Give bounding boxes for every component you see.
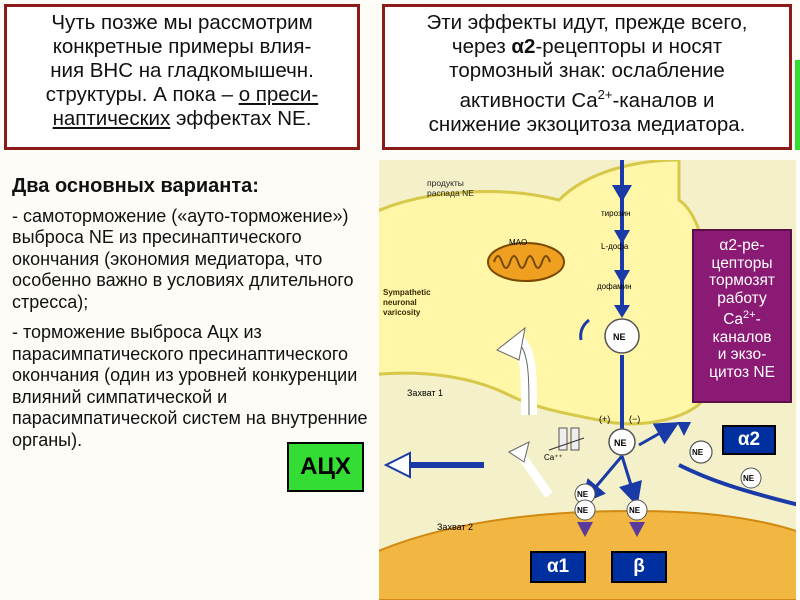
variants-heading: Два основных варианта:	[12, 175, 259, 197]
effects-line-2a: через	[451, 35, 512, 58]
released-ne-label: NE	[614, 438, 627, 448]
beta-receptor-label: β	[611, 551, 667, 583]
ne-bound-alpha1-label: NE	[577, 506, 589, 515]
alpha2-receptor-label: α2	[722, 425, 776, 455]
alpha2-ne-label: NE	[692, 448, 704, 457]
main-text: Два основных варианта: - самоторможение …	[12, 175, 372, 460]
vesicle-ne-label: NE	[613, 332, 626, 342]
note-line-7: и экзо-	[717, 346, 767, 364]
intro-line-2: конкретные примеры влия-	[52, 35, 312, 58]
uptake1-label: Захват 1	[407, 388, 443, 398]
alpha2-term: α2	[511, 35, 536, 58]
intro-line-5: эффектах NE.	[170, 107, 312, 130]
alpha1-receptor-label: α1	[530, 551, 586, 583]
tyrosine-label: тирозин	[601, 209, 631, 218]
note-line-2: цепторы	[711, 254, 773, 272]
ca-charge: 2+	[597, 87, 613, 102]
effects-line-4a: активности Ca	[459, 88, 598, 112]
variant-autoinhibition: - самоторможение («ауто-торможение») выб…	[12, 205, 354, 312]
minus-label: (−)	[629, 414, 640, 424]
ca-channel-icon	[548, 427, 585, 451]
alpha2-note: α2-ре- цепторы тормозят работу Ca2+- кан…	[692, 229, 792, 403]
inhibition-arrow-icon	[384, 451, 484, 479]
effects-line-2b: -рецепторы и носят	[535, 35, 723, 58]
note-line-3: тормозят	[709, 272, 775, 289]
note-line-6: каналов	[712, 328, 772, 346]
mao-label: MAO	[509, 238, 527, 247]
presynaptic-link-part1[interactable]: о преси-	[238, 83, 319, 106]
beta-receptor-icon	[629, 522, 645, 537]
ach-box: АЦХ	[287, 442, 364, 492]
effects-line-3: тормозный знак: ослабление	[449, 59, 725, 82]
uptake2-label: Захват 2	[437, 522, 473, 532]
plus-label: (+)	[599, 414, 610, 424]
ne-beta-label: NE	[629, 506, 641, 515]
ne-alpha1-label: NE	[577, 490, 589, 499]
decorative-strip	[795, 60, 800, 150]
ca-label: Ca⁺⁺	[544, 453, 563, 462]
note-line-4: работу	[717, 289, 767, 307]
intro-line-1: Чуть позже мы рассмотрим	[51, 11, 313, 34]
postsynaptic-cell	[379, 510, 796, 600]
effects-line-4b: -каналов и	[612, 88, 715, 112]
note-line-1: α2-ре-	[719, 237, 765, 254]
variant-ach-inhibition: - торможение выброса Ацх из парасимпатич…	[12, 322, 368, 450]
effects-line-5: снижение экзоцитоза медиатора.	[428, 112, 746, 136]
note-line-5b: -	[755, 311, 761, 329]
alpha1-receptor-icon	[577, 522, 593, 537]
note-line-5a: Ca	[723, 311, 744, 329]
mitochondrion-icon	[487, 242, 565, 282]
intro-line-3: ния ВНС на гладкомышечн.	[50, 59, 314, 82]
intro-line-4: структуры. А пока –	[45, 83, 239, 106]
presynaptic-link-part2[interactable]: наптических	[52, 107, 171, 130]
ne-diffuse-label: NE	[743, 474, 755, 483]
dopamine-label: дофамин	[597, 282, 632, 291]
note-line-8: цитоз NE	[709, 363, 775, 381]
note-ca-charge: 2+	[743, 309, 756, 321]
ldopa-label: L-дофа	[601, 242, 629, 251]
alpha2-receptor-icon	[677, 422, 691, 436]
alpha2-effects-box: Эти эффекты идут, прежде всего, через α2…	[382, 4, 792, 150]
presynaptic-intro-box: Чуть позже мы рассмотрим конкретные прим…	[4, 4, 360, 150]
effects-line-1: Эти эффекты идут, прежде всего,	[426, 11, 748, 34]
